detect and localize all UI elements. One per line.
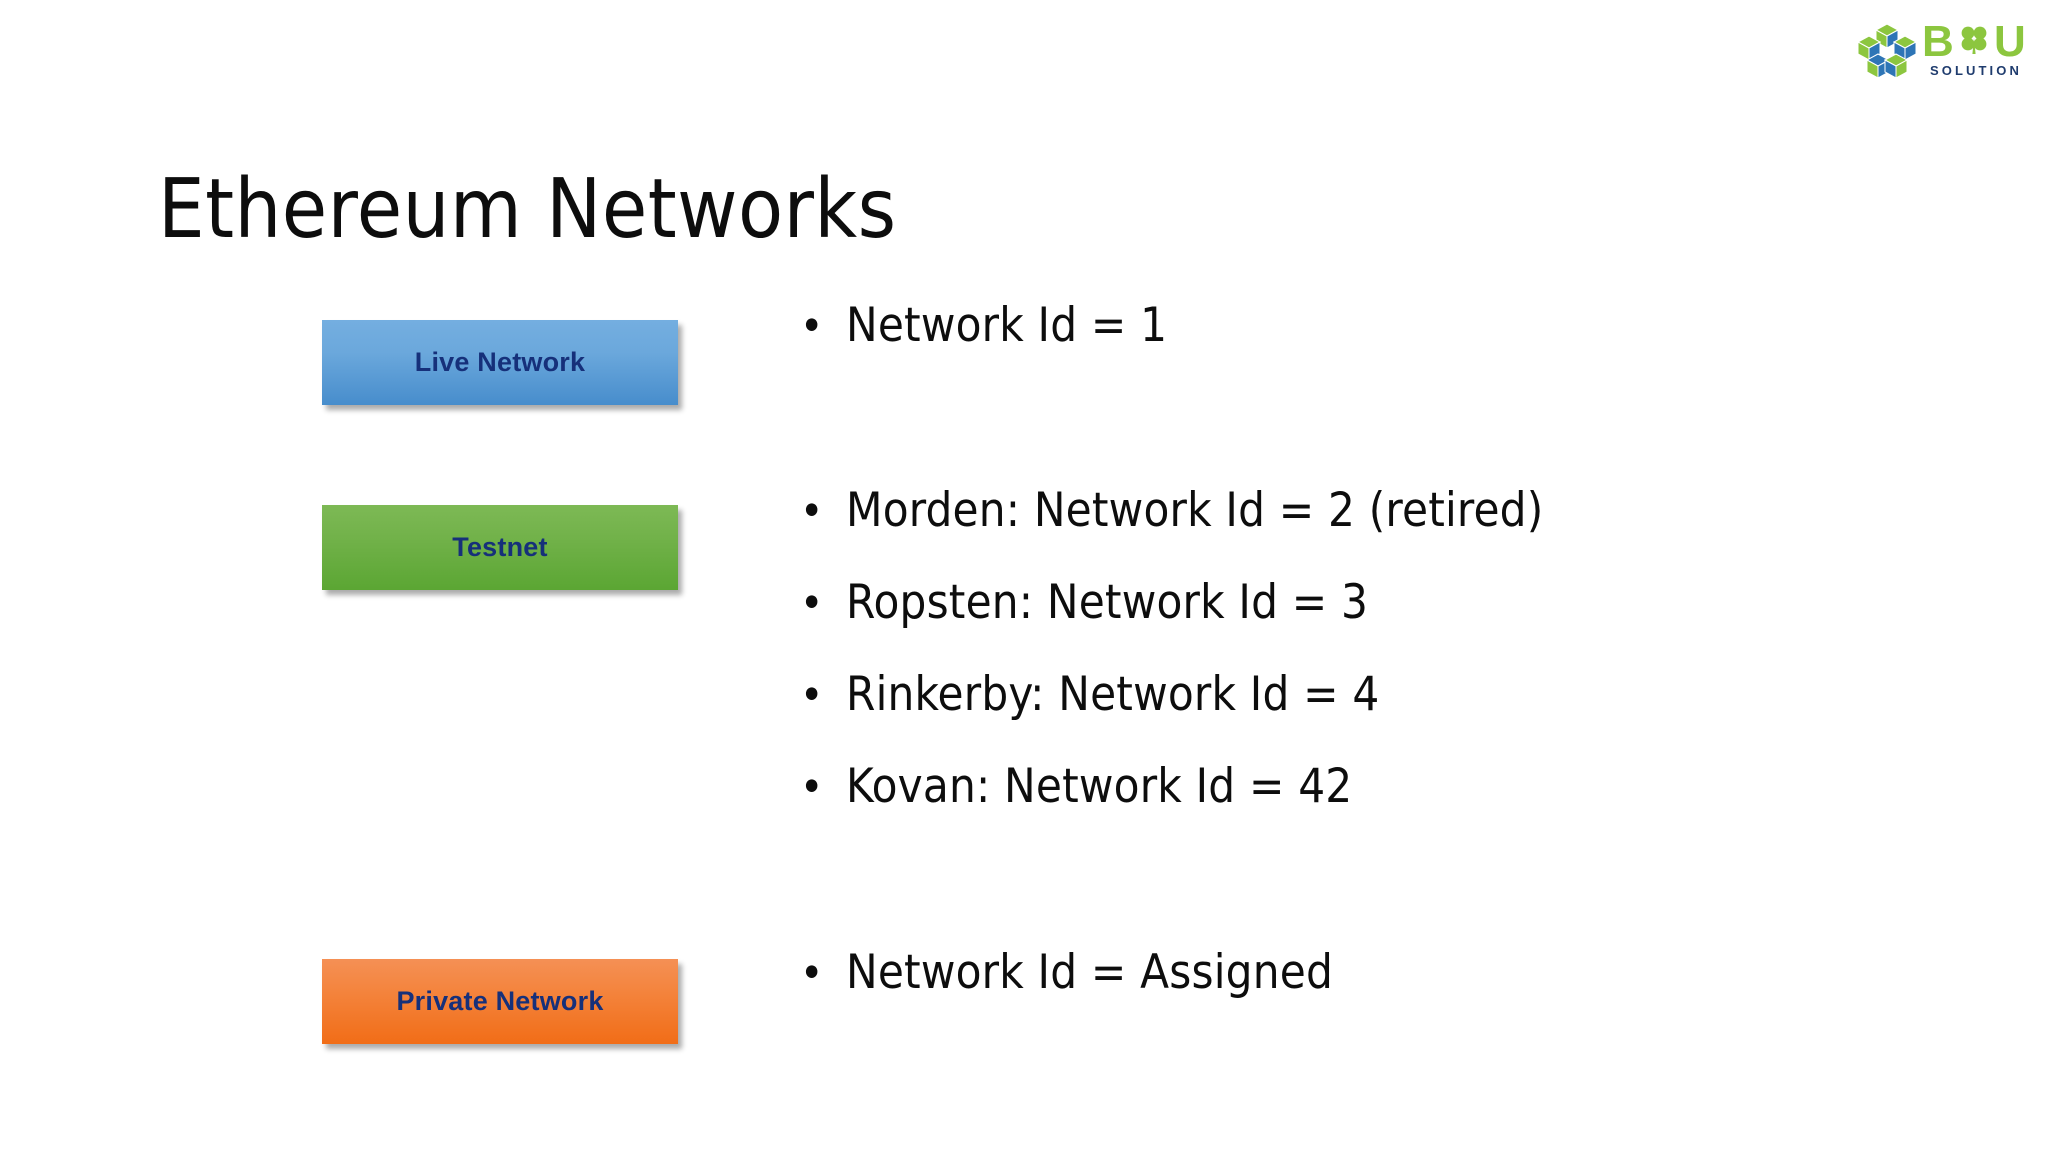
brand-logo: B U SOLUTION	[1856, 20, 2032, 88]
list-item-text: Ropsten: Network Id = 3	[846, 575, 1369, 630]
list-item: • Kovan: Network Id = 42	[800, 763, 1352, 810]
testnet-box[interactable]: Testnet	[322, 505, 678, 590]
bullet-marker-icon: •	[800, 301, 824, 352]
cube-lattice-icon	[1856, 23, 1918, 79]
list-item: • Rinkerby: Network Id = 4	[800, 671, 1380, 718]
list-item-text: Rinkerby: Network Id = 4	[846, 667, 1380, 722]
live-network-label: Live Network	[414, 347, 586, 377]
list-item: • Network Id = Assigned	[800, 949, 1333, 996]
bullet-marker-icon: •	[800, 486, 824, 537]
svg-text:U: U	[1994, 20, 2026, 64]
private-network-box[interactable]: Private Network	[322, 959, 678, 1044]
list-item-text: Kovan: Network Id = 42	[846, 759, 1353, 814]
svg-text:B: B	[1922, 20, 1954, 64]
bullet-marker-icon: •	[800, 762, 824, 813]
list-item: • Ropsten: Network Id = 3	[800, 579, 1368, 626]
list-item-text: Morden: Network Id = 2 (retired)	[846, 483, 1544, 538]
bullet-marker-icon: •	[800, 578, 824, 629]
testnet-label: Testnet	[452, 532, 548, 562]
page-title: Ethereum Networks	[158, 161, 897, 257]
live-network-box[interactable]: Live Network	[322, 320, 678, 405]
list-item-text: Network Id = Assigned	[846, 945, 1334, 1000]
bullet-marker-icon: •	[800, 948, 824, 999]
logo-wordmark-bu: B U	[1922, 20, 2026, 64]
bullet-marker-icon: •	[800, 670, 824, 721]
logo-subtitle: SOLUTION	[1930, 63, 2022, 78]
list-item: • Morden: Network Id = 2 (retired)	[800, 487, 1543, 534]
list-item: • Network Id = 1	[800, 302, 1167, 349]
list-item-text: Network Id = 1	[846, 298, 1168, 353]
clover-icon	[1961, 26, 1987, 54]
private-network-label: Private Network	[396, 986, 604, 1016]
